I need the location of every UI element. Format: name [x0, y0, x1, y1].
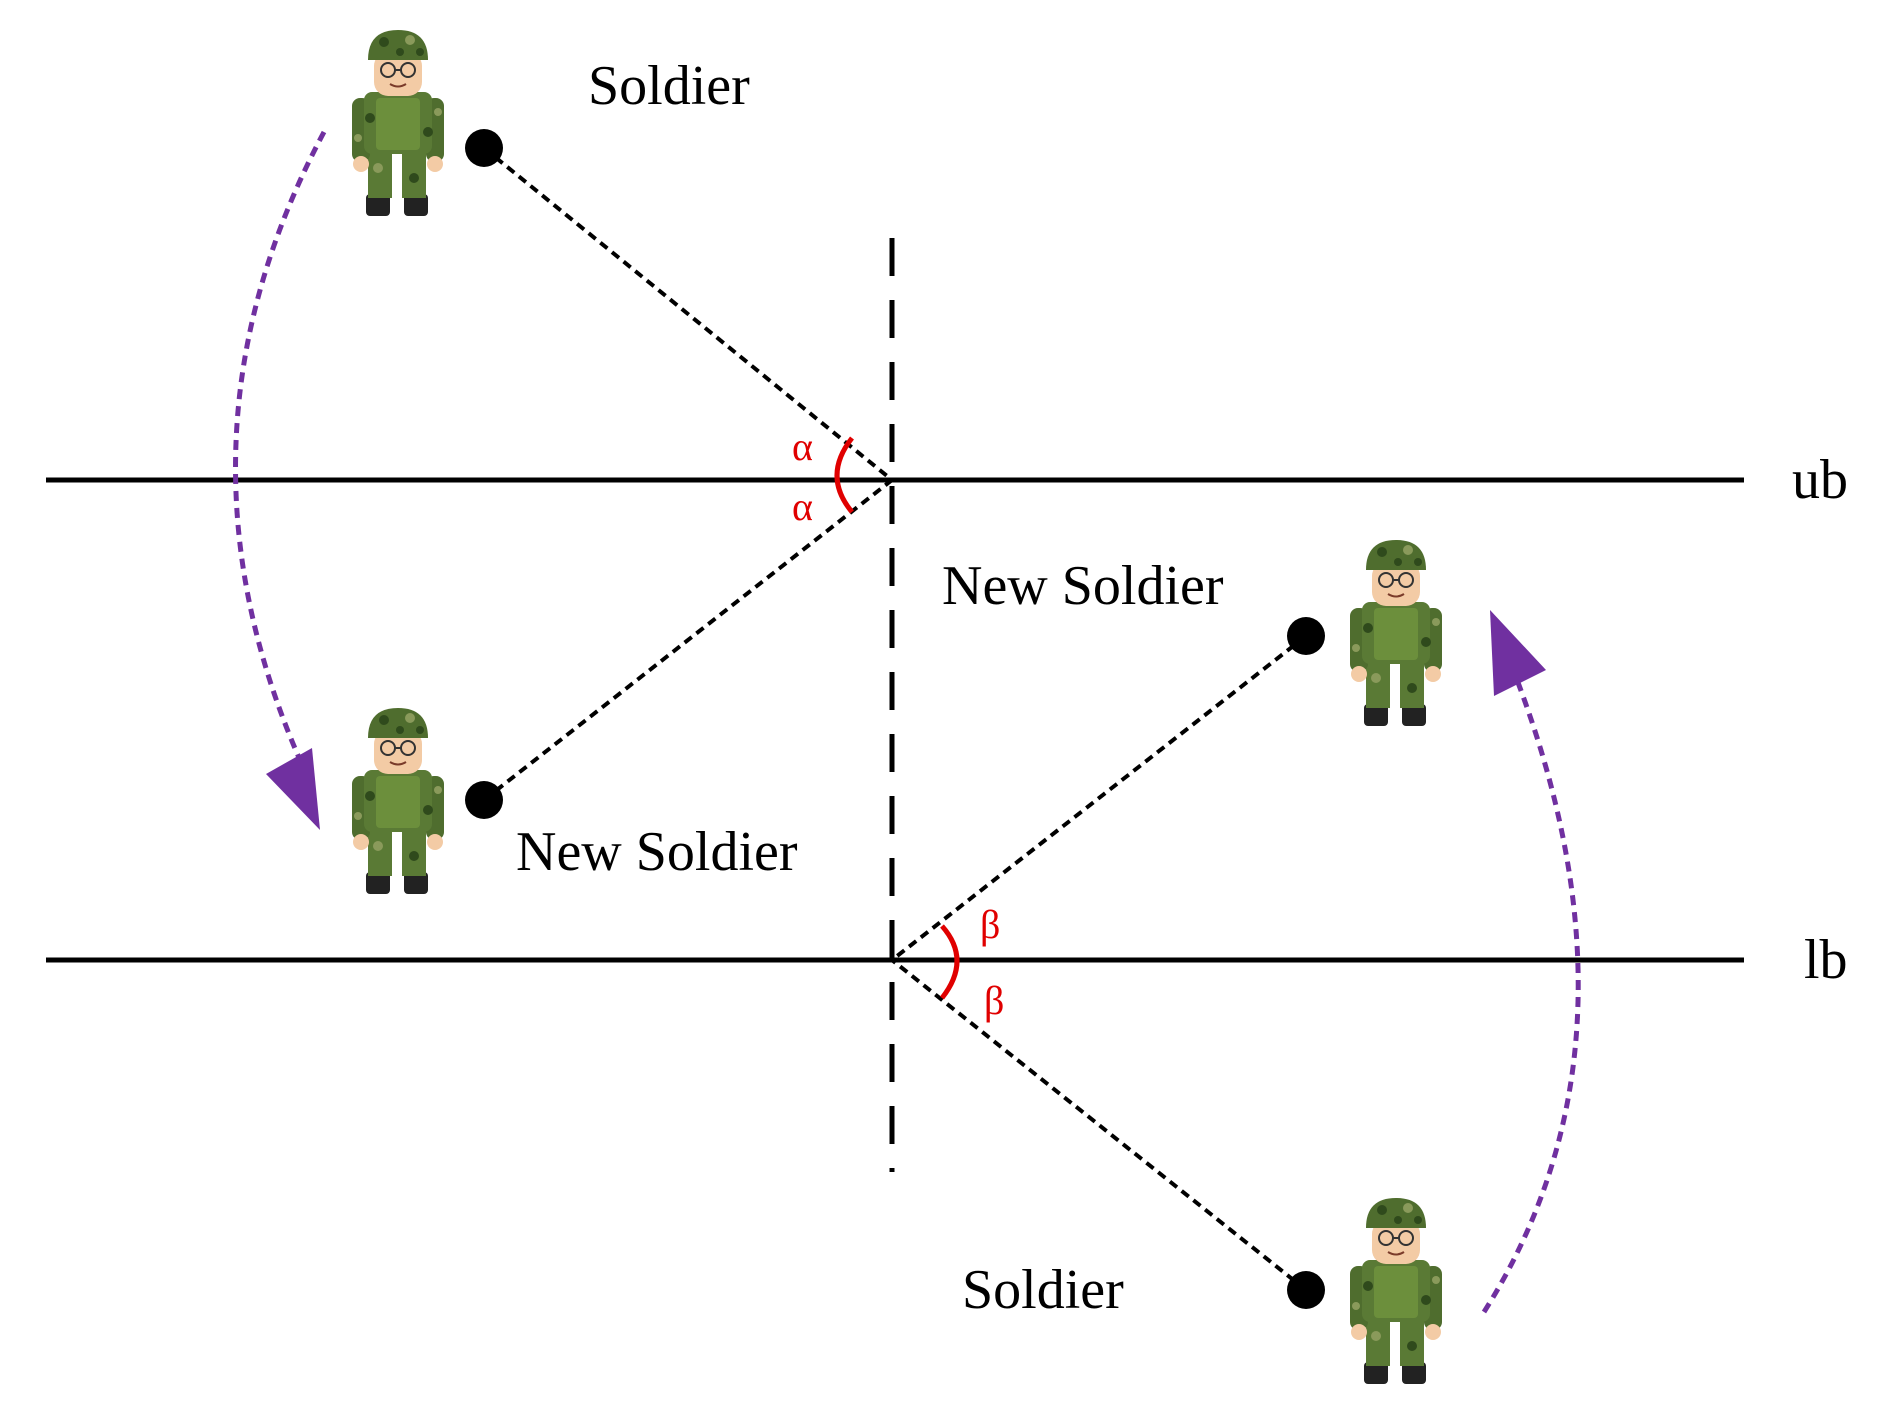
- lower-bound-label: lb: [1804, 929, 1848, 991]
- soldier-icon: [1349, 1197, 1443, 1385]
- alpha-angle-arc: [834, 436, 854, 514]
- soldier-icon: [351, 29, 445, 217]
- beta-label-upper: β: [980, 902, 1000, 947]
- new-soldier-right-label: New Soldier: [942, 555, 1224, 617]
- alpha-label-upper: α: [792, 424, 813, 469]
- curved-arrow-icon: [233, 130, 327, 762]
- projection-line-bottom: [890, 958, 1308, 1292]
- curved-arrow-icon: [1481, 671, 1581, 1314]
- projection-line-reflected-top: [482, 478, 894, 802]
- beta-angle-arc: [940, 924, 960, 1000]
- soldier-icon: [1349, 539, 1443, 727]
- position-dot-icon: [1287, 617, 1325, 655]
- upper-bound-label: ub: [1792, 449, 1848, 511]
- beta-label-lower: β: [984, 978, 1004, 1023]
- soldier-icon: [351, 707, 445, 895]
- curved-arrow-head-up: [1490, 610, 1546, 696]
- curved-arrow-head-down: [266, 748, 320, 830]
- soldier-top-label: Soldier: [588, 55, 750, 117]
- soldier-bottom-label: Soldier: [962, 1259, 1124, 1321]
- new-soldier-left-label: New Soldier: [516, 821, 798, 883]
- projection-line-reflected-bottom: [890, 634, 1308, 962]
- position-dot-icon: [465, 129, 503, 167]
- alpha-label-lower: α: [792, 484, 813, 529]
- projection-line-top: [482, 146, 894, 482]
- position-dot-icon: [1287, 1271, 1325, 1309]
- position-dot-icon: [465, 781, 503, 819]
